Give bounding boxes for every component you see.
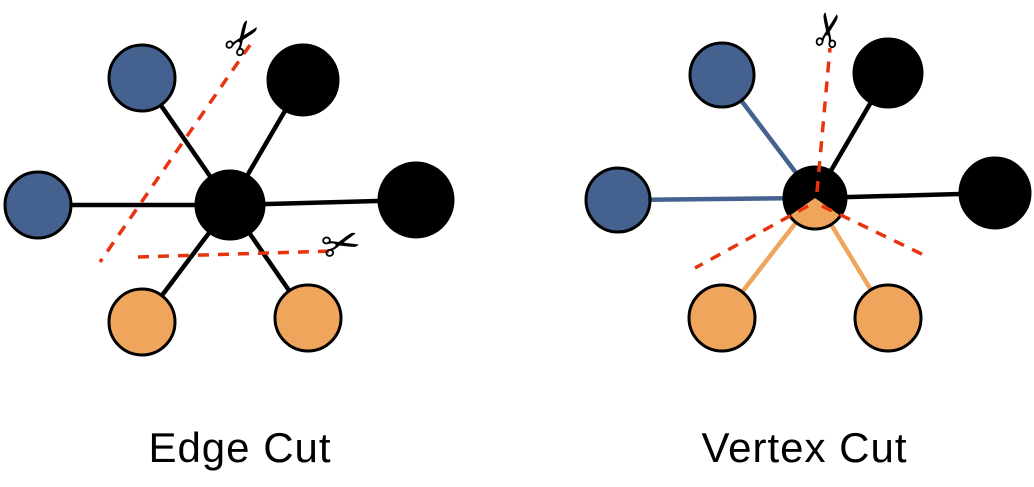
cut-line xyxy=(694,204,809,270)
center-node-outline xyxy=(782,165,848,231)
cut-line xyxy=(137,249,334,259)
graph-node-black xyxy=(958,156,1032,230)
edge-cut-panel: ✂✂ Edge Cut xyxy=(0,0,480,487)
vertex-cut-panel: ✂ Vertex Cut xyxy=(575,0,1034,487)
scissors-icon: ✂ xyxy=(210,7,276,70)
vertex-cut-label: Vertex Cut xyxy=(701,424,908,471)
graph-node-orange xyxy=(687,283,757,353)
graph-node-blue xyxy=(584,166,652,234)
center-node xyxy=(196,171,264,239)
scissors-icon: ✂ xyxy=(315,213,366,275)
edge-cut-diagram: ✂✂ xyxy=(3,7,455,357)
graph-node-black xyxy=(852,37,924,109)
vertex-cut-diagram: ✂ xyxy=(584,6,1032,353)
center-node-outline xyxy=(194,169,266,241)
graph-node-orange xyxy=(107,287,177,357)
graph-node-orange xyxy=(853,283,923,353)
graph-node-black xyxy=(266,43,340,117)
graph-node-blue xyxy=(107,43,177,113)
graph-node-black xyxy=(377,161,455,239)
graph-node-blue xyxy=(688,41,756,109)
edge-cut-label: Edge Cut xyxy=(148,424,332,471)
cut-line xyxy=(815,47,832,193)
center-node-split-wedge xyxy=(789,198,841,229)
scissors-icon: ✂ xyxy=(799,6,859,53)
graph-node-orange xyxy=(273,283,343,353)
graph-node-blue xyxy=(3,170,73,240)
cut-line xyxy=(98,44,252,263)
